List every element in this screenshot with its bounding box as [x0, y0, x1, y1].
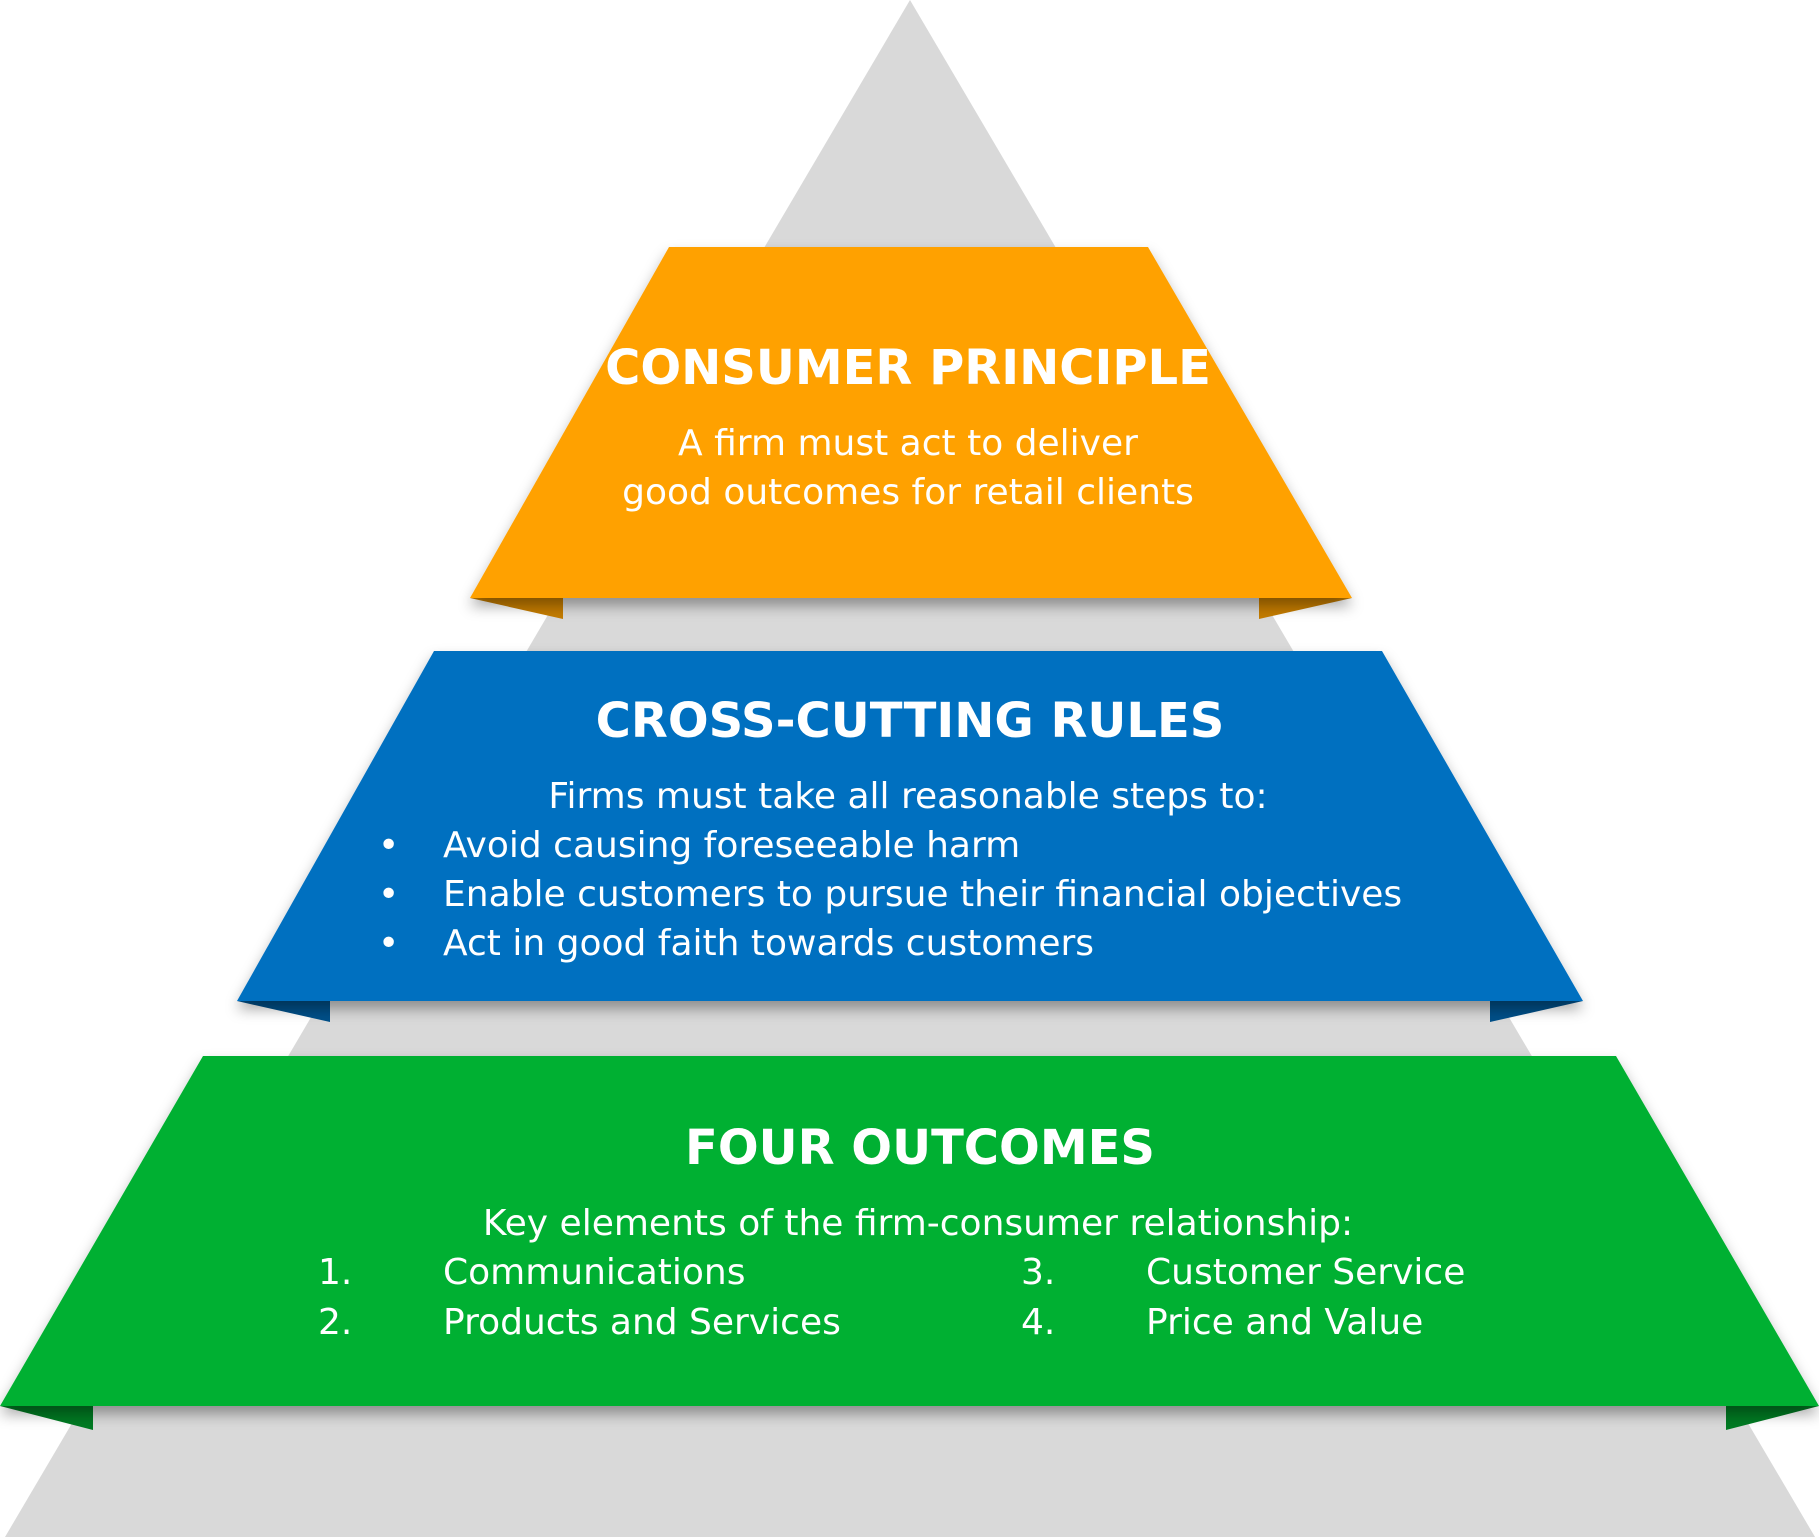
bullet-marker: • — [378, 874, 400, 915]
tier-bottom-fold-left — [0, 1406, 93, 1430]
outcome-number-3: 3. — [1021, 1252, 1056, 1293]
cross-cutting-bullet-2: Enable customers to pursue their financi… — [443, 874, 1403, 915]
tier-bottom-band — [0, 1056, 1819, 1406]
tier-top-band — [470, 247, 1352, 598]
four-outcomes-intro: Key elements of the firm-consumer relati… — [482, 1203, 1354, 1244]
cross-cutting-rules-intro: Firms must take all reasonable steps to: — [548, 776, 1268, 817]
tier-bottom-fold-right — [1726, 1406, 1819, 1430]
cross-cutting-bullet-1: Avoid causing foreseeable harm — [443, 825, 1021, 866]
bullet-marker: • — [378, 923, 400, 964]
outcome-number-1: 1. — [318, 1252, 353, 1293]
bullet-marker: • — [378, 825, 400, 866]
outcome-label-4: Price and Value — [1146, 1302, 1424, 1343]
consumer-principle-line-2: good outcomes for retail clients — [622, 472, 1194, 513]
outcome-label-2: Products and Services — [443, 1302, 841, 1343]
consumer-principle-line-1: A firm must act to deliver — [678, 423, 1138, 464]
tier-middle-band — [237, 651, 1583, 1001]
outcome-label-1: Communications — [443, 1252, 746, 1293]
outcome-number-2: 2. — [318, 1302, 353, 1343]
cross-cutting-bullet-3: Act in good faith towards customers — [443, 923, 1095, 964]
outcome-number-4: 4. — [1021, 1302, 1056, 1343]
tier-middle-fold-left — [237, 1001, 330, 1022]
outcome-label-3: Customer Service — [1146, 1252, 1466, 1293]
cross-cutting-rules-title: CROSS-CUTTING RULES — [595, 693, 1225, 749]
four-outcomes-title: FOUR OUTCOMES — [685, 1120, 1155, 1176]
tier-middle-fold-right — [1490, 1001, 1583, 1022]
tier-top-fold-right — [1259, 598, 1352, 619]
tier-top-fold-left — [470, 598, 563, 619]
consumer-principle-title: CONSUMER PRINCIPLE — [605, 340, 1211, 396]
